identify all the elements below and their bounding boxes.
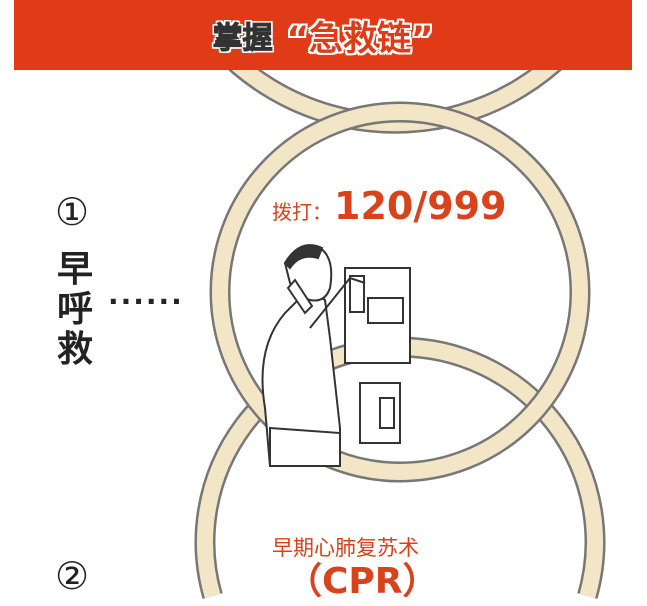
step1-dots: ...... [108, 278, 184, 311]
title-red: “急救链” [286, 18, 434, 59]
step2-label: 早期心肺复苏术 [272, 536, 419, 560]
step1-label: 早呼救 [56, 249, 93, 370]
title-dark: 掌握 [212, 21, 273, 57]
phone-call-illustration [261, 244, 411, 467]
dial-label: 拨打： [272, 200, 332, 224]
step2-number: ② [55, 554, 90, 598]
step1-number: ① [55, 190, 90, 234]
step2-cpr: （CPR） [286, 561, 439, 602]
title-banner: 掌握 “急救链” [14, 0, 632, 70]
dial-number: 120/999 [334, 184, 507, 228]
dial-text: 拨打：120/999 [272, 184, 507, 228]
